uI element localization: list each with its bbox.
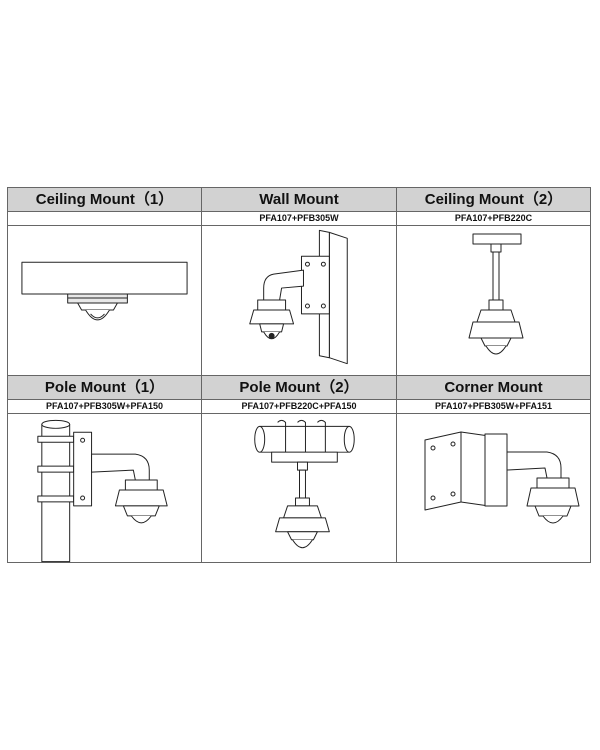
mount-cell-pole-1: Pole Mount（1） PFA107+PFB305W+PFA150 xyxy=(8,376,202,563)
mount-title: Corner Mount xyxy=(397,376,590,400)
mount-title: Pole Mount（1） xyxy=(8,376,201,400)
mount-title: Ceiling Mount（2） xyxy=(397,188,590,212)
pole-mount-1-icon xyxy=(37,419,168,563)
ceiling-mount-1-icon xyxy=(21,261,188,321)
mount-cell-ceiling-2: Ceiling Mount（2） PFA107+PFB220C xyxy=(397,188,590,376)
mount-title: Pole Mount（2） xyxy=(202,376,396,400)
wall-mount-icon xyxy=(249,229,348,365)
mount-options-table: Ceiling Mount（1） Wall Mount PFA107+PFB30… xyxy=(7,187,591,563)
mount-cell-pole-2: Pole Mount（2） PFA107+PFB220C+PFA150 xyxy=(202,376,397,562)
mount-title: Ceiling Mount（1） xyxy=(8,188,201,212)
ceiling-mount-2-icon xyxy=(468,233,524,355)
mount-cell-ceiling-1: Ceiling Mount（1） xyxy=(8,188,202,376)
mount-accessories: PFA107+PFB220C+PFA150 xyxy=(202,400,396,414)
pole-mount-2-icon xyxy=(254,419,355,549)
mount-cell-corner: Corner Mount PFA107+PFB305W+PFA151 xyxy=(397,376,590,562)
mount-accessories: PFA107+PFB305W+PFA150 xyxy=(8,400,201,414)
mount-accessories: PFA107+PFB305W+PFA151 xyxy=(397,400,590,414)
mount-cell-wall: Wall Mount PFA107+PFB305W xyxy=(202,188,397,376)
corner-mount-icon xyxy=(424,431,580,524)
mount-title: Wall Mount xyxy=(202,188,396,212)
mount-accessories: PFA107+PFB220C xyxy=(397,212,590,226)
mount-accessories: PFA107+PFB305W xyxy=(202,212,396,226)
mount-accessories xyxy=(8,212,201,226)
